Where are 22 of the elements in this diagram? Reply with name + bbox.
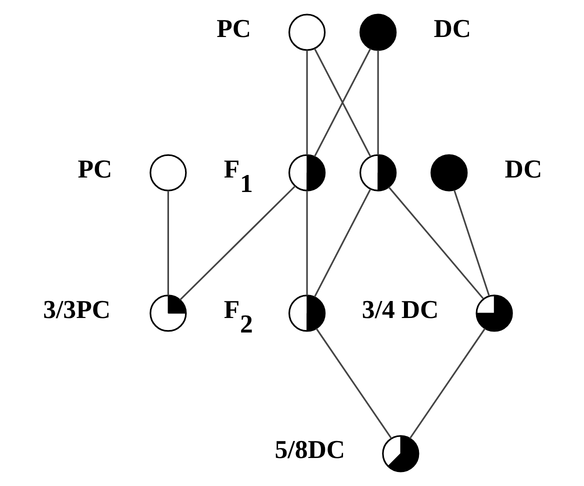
connector <box>166 190 168 296</box>
connector <box>306 190 308 296</box>
connector <box>453 190 490 296</box>
connector <box>408 328 486 439</box>
node-label: DC <box>504 154 542 184</box>
connector <box>178 186 296 301</box>
connector <box>315 328 392 439</box>
node-label: DC <box>433 14 471 43</box>
node-label: 3/3PC <box>42 294 110 324</box>
node-circle <box>149 154 186 192</box>
connector <box>313 188 371 298</box>
node-label: 3/4 DC <box>361 294 438 324</box>
node-label: 5/8DC <box>274 435 345 464</box>
node-circle <box>430 154 468 192</box>
node-label: PC <box>216 14 251 43</box>
node-label: PC <box>77 154 112 184</box>
connector <box>306 50 308 155</box>
connector <box>376 50 378 155</box>
connector <box>313 48 371 157</box>
node-circle <box>288 14 326 51</box>
connector <box>388 186 484 300</box>
node-circle <box>359 14 396 51</box>
